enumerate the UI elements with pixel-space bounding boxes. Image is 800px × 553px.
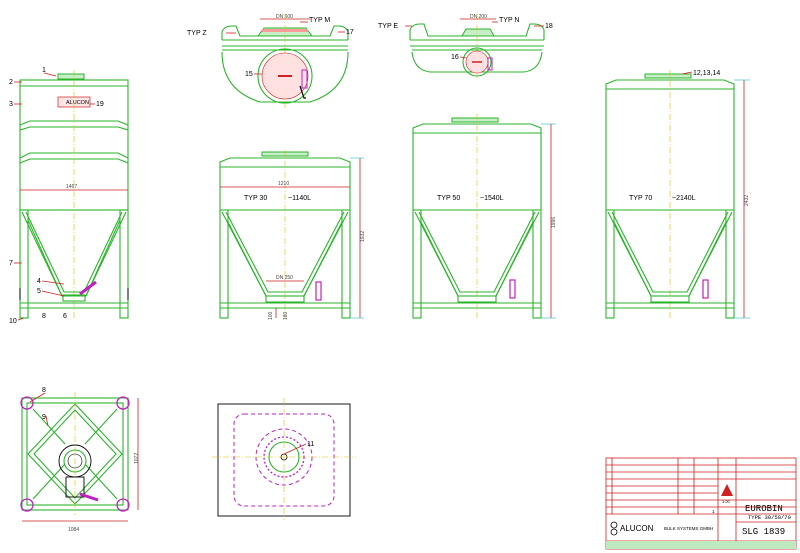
callout-11: 11 <box>307 441 314 448</box>
label-typ-m: TYP M <box>309 17 330 24</box>
typ30-elevation-view: 1210 TYP 30 ~1140L DN 250 100 180 1932 <box>219 150 366 320</box>
callout-19: 19 <box>96 101 104 108</box>
callout-18: 18 <box>545 23 553 30</box>
callout-10: 10 <box>9 318 17 325</box>
title-product-name: EUROBIN <box>745 504 783 514</box>
callout-9: 9 <box>42 414 46 421</box>
dim-b: 180 <box>283 311 289 320</box>
callout-7: 7 <box>9 260 13 267</box>
label-typ-e: TYP E <box>378 23 398 30</box>
dim-dn-outlet: DN 250 <box>276 275 293 281</box>
typ70-elevation-view: TYP 70 ~2140L 12,13,14 2432 <box>605 70 750 319</box>
callout-16: 16 <box>451 54 459 61</box>
callout-2: 2 <box>9 79 13 86</box>
title-company-name: BULK SYSTEMS GMBH <box>664 526 713 531</box>
callout-1: 1 <box>42 67 46 74</box>
dim-width-30: 1210 <box>278 181 289 187</box>
callout-6: 6 <box>63 313 67 320</box>
dim-plan-width: 1084 <box>68 527 79 533</box>
callout-17: 17 <box>346 29 354 36</box>
callout-5: 5 <box>37 288 41 295</box>
label-typ70-volume: ~2140L <box>672 195 696 202</box>
label-typ70: TYP 70 <box>629 195 652 202</box>
dim-height-50: 1996 <box>551 217 557 228</box>
title-scale: 1:20 <box>722 499 731 504</box>
lid-detail-typ-e-n: TYP E TYP N DN 200 18 16 <box>378 14 553 80</box>
bottom-plan-view-outlet: 11 <box>212 398 356 520</box>
dim-height-70: 2432 <box>744 195 750 206</box>
nameplate-text: ALUCON <box>66 100 89 106</box>
label-typ-n: TYP N <box>499 17 520 24</box>
label-typ30: TYP 30 <box>244 195 267 202</box>
title-company-logo: ALUCON <box>620 524 654 533</box>
label-typ30-volume: ~1140L <box>288 195 311 202</box>
dim-a: 100 <box>268 311 274 320</box>
label-typ50-volume: ~1540L <box>480 195 504 202</box>
title-drawing-number: SLG 1839 <box>742 527 785 537</box>
label-typ-z: TYP Z <box>187 30 207 37</box>
label-typ50: TYP 50 <box>437 195 460 202</box>
lid-detail-typ-z-m: TYP Z TYP M DN 600 17 15 <box>187 14 354 108</box>
callout-12-13-14: 12,13,14 <box>693 70 720 77</box>
lid-top <box>57 73 85 80</box>
dim-height-30: 1932 <box>360 231 366 242</box>
callout-4: 4 <box>37 278 41 285</box>
callout-3: 3 <box>9 101 13 108</box>
title-product-type: TYPE 30/50/70 <box>748 514 791 521</box>
callout-8: 8 <box>42 313 46 320</box>
dim-plan-height: 1072 <box>134 453 140 464</box>
title-block: 1:20 1 EUROBIN TYPE 30/50/70 SLG 1839 AL… <box>605 457 797 550</box>
bottom-plan-view: 1084 1072 8 9 <box>20 387 140 533</box>
left-view-callouts: 1 2 3 19 7 4 5 10 8 6 <box>9 67 104 325</box>
dim-width-left: 1467 <box>66 184 77 190</box>
callout-15: 15 <box>245 71 253 78</box>
typ50-elevation-view: TYP 50 ~1540L 1996 <box>412 114 557 319</box>
callout-8-plan: 8 <box>42 387 46 394</box>
left-elevation-view: ALUCON 1467 <box>19 70 129 320</box>
title-sheet-number: 1 <box>712 509 715 514</box>
dim-dn-n: DN 200 <box>470 14 487 20</box>
dim-dn-m: DN 600 <box>276 14 293 20</box>
